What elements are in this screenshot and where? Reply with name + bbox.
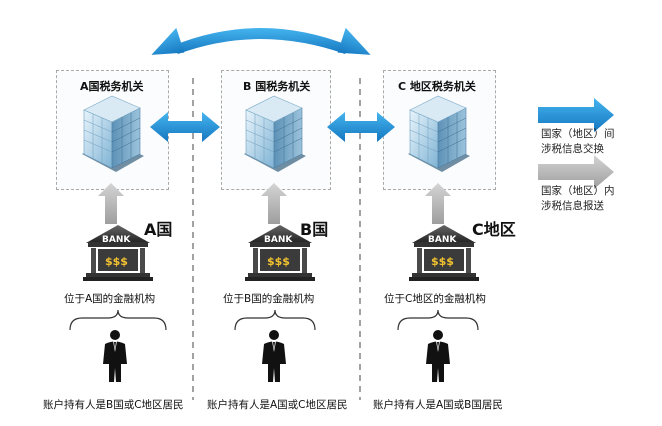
- bank-money-c: $$$: [431, 255, 454, 268]
- office-building-icon-a: [81, 95, 145, 173]
- region-label-b: B国: [300, 220, 329, 239]
- institution-label-c: 位于C地区的金融机构: [384, 293, 486, 305]
- legend-report-line2: 涉税信息报送: [541, 200, 604, 212]
- exchange-arrow-ab: [150, 112, 220, 142]
- legend-exchange-line1: 国家（地区）间: [541, 128, 615, 140]
- brace-a: [69, 309, 167, 331]
- bank-icon-a: [83, 225, 153, 281]
- person-icon-c: [426, 330, 450, 382]
- office-title-a: A国税务机关: [80, 80, 144, 93]
- bank-money-a: $$$: [105, 255, 128, 268]
- brace-c: [397, 309, 479, 331]
- holder-label-b: 账户持有人是A国或C地区居民: [207, 399, 348, 411]
- bank-label-b: BANK: [264, 235, 293, 245]
- person-icon-b: [262, 330, 286, 382]
- region-label-a: A国: [144, 220, 173, 239]
- legend-exchange-arrow: [538, 98, 614, 132]
- holder-label-c: 账户持有人是A国或B国居民: [373, 399, 503, 411]
- office-building-icon-b: [243, 95, 307, 173]
- region-label-c: C地区: [472, 220, 516, 239]
- exchange-arrow-bc: [327, 112, 395, 142]
- office-title-b: B 国税务机关: [243, 80, 311, 93]
- legend-report-arrow: [538, 155, 614, 189]
- institution-label-a: 位于A国的金融机构: [64, 293, 156, 305]
- report-arrow-c: [425, 183, 451, 224]
- exchange-arc-arrow: [151, 27, 371, 55]
- report-arrow-a: [98, 183, 124, 224]
- bank-icon-c: [409, 225, 479, 281]
- office-building-icon-c: [407, 95, 471, 173]
- person-icon-a: [103, 330, 127, 382]
- office-title-c: C 地区税务机关: [398, 80, 476, 93]
- bank-label-c: BANK: [428, 235, 457, 245]
- legend-exchange-text: 国家（地区）间 涉税信息交换: [541, 127, 615, 157]
- holder-label-a: 账户持有人是B国或C地区居民: [43, 399, 184, 411]
- institution-label-b: 位于B国的金融机构: [223, 293, 315, 305]
- legend-report-line1: 国家（地区）内: [541, 185, 615, 197]
- brace-b: [234, 309, 316, 331]
- bank-label-a: BANK: [102, 235, 131, 245]
- legend-exchange-line2: 涉税信息交换: [541, 143, 604, 155]
- bank-money-b: $$$: [267, 255, 290, 268]
- legend-report-text: 国家（地区）内 涉税信息报送: [541, 184, 615, 214]
- report-arrow-b: [261, 183, 287, 224]
